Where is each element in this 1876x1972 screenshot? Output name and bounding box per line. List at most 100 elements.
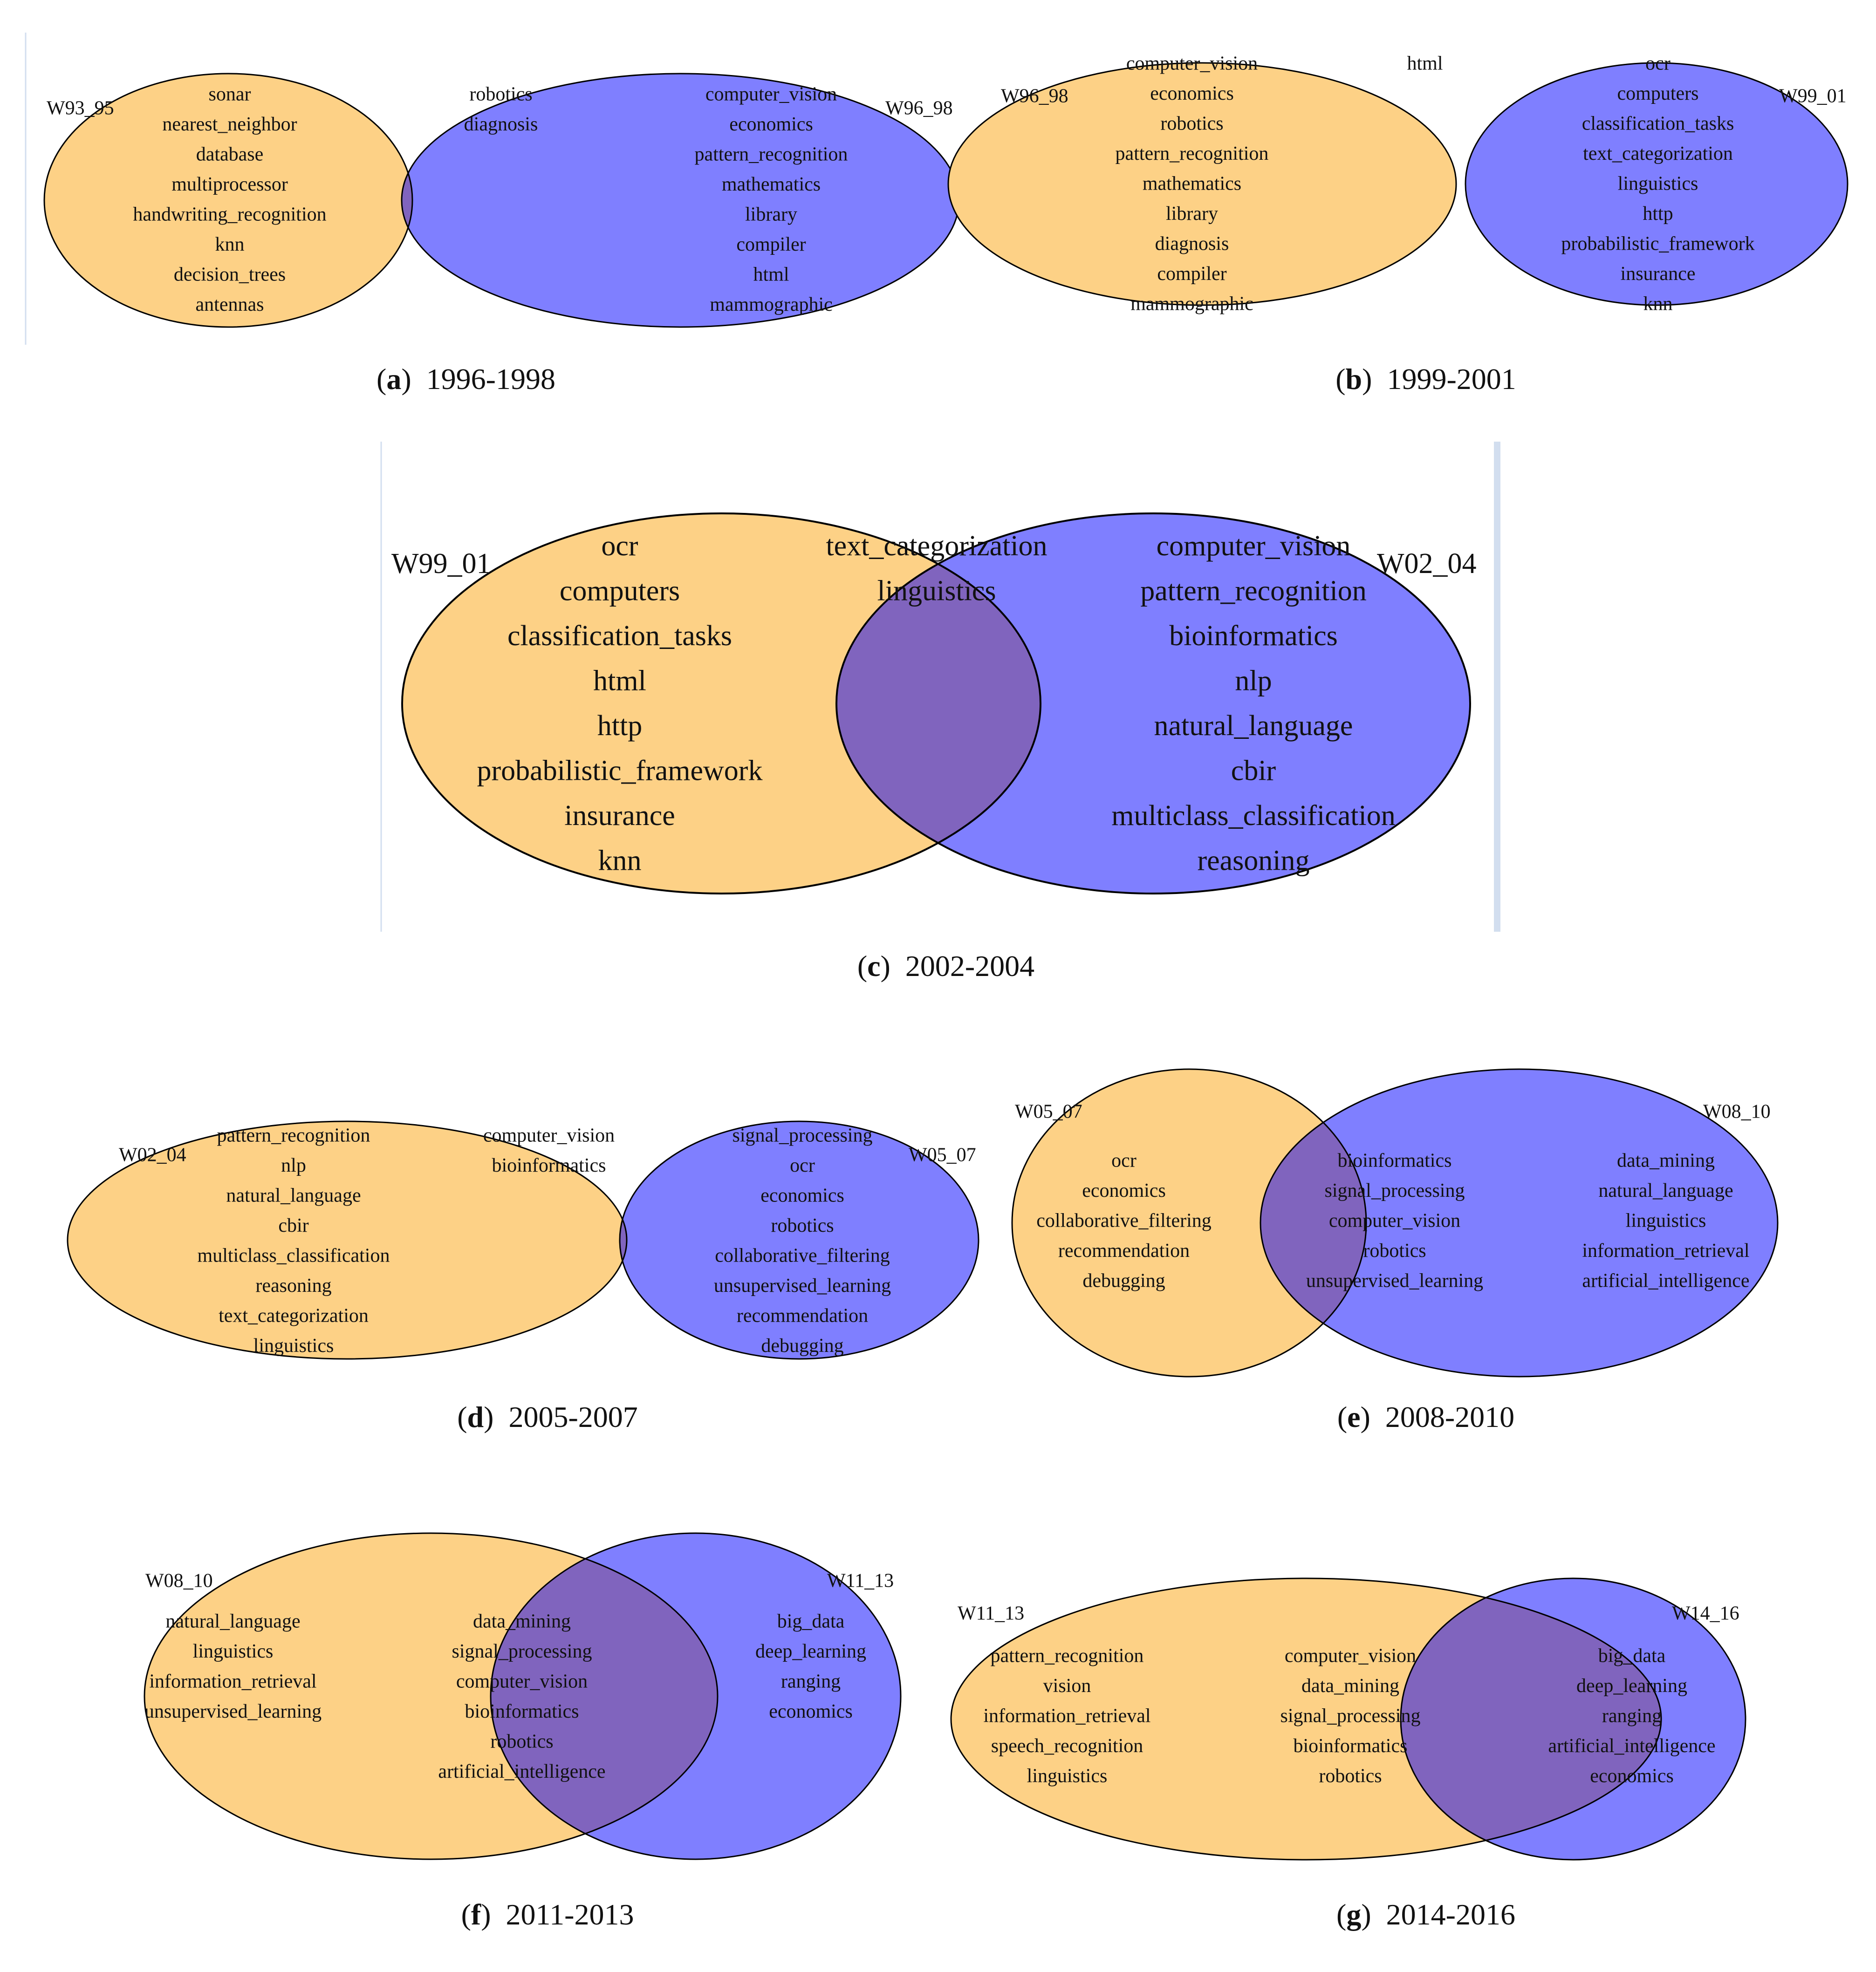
venn-panel-e: ocreconomicscollaborative_filteringrecom… [1011,1068,1779,1433]
shared-term: diagnosis [464,114,538,135]
left-set-outline [1011,1068,1367,1378]
left-only-term: classification_tasks [507,620,732,652]
left-set-ellipse [948,63,1456,305]
left-only-term: economics [1150,83,1234,104]
shared-term: linguistics [877,575,996,607]
left-only-term: computers [560,575,680,607]
caption-years: 2005-2007 [508,1400,637,1433]
right-only-term: compiler [736,234,806,255]
caption-letter: d [467,1400,484,1433]
left-only-term: cbir [278,1215,308,1236]
left-set-label: W08_10 [145,1570,213,1592]
right-only-term: computers [1617,83,1699,104]
left-set-outline [950,1577,1662,1861]
left-set-label: W99_01 [391,548,491,580]
right-only-term: collaborative_filtering [715,1245,890,1267]
left-only-term: html [593,665,646,697]
right-only-term: linguistics [1618,173,1698,195]
left-only-term: library [1166,203,1218,225]
right-only-term: ranging [781,1671,841,1692]
panel-caption: (f) 2011-2013 [461,1898,634,1931]
right-set-ellipse [1260,1069,1778,1377]
left-only-term: pattern_recognition [217,1125,370,1146]
caption-letter: c [867,949,880,983]
shared-term: text_categorization [826,530,1047,562]
right-set-outline [835,512,1471,894]
right-only-term: natural_language [1598,1180,1733,1201]
left-only-term: probabilistic_framework [477,755,763,787]
right-only-term: knn [1643,293,1673,315]
right-only-term: artificial_intelligence [1548,1735,1715,1757]
caption-letter: g [1346,1898,1361,1931]
left-only-term: information_retrieval [983,1706,1150,1727]
right-only-term: http [1643,203,1673,225]
right-only-term: ocr [1645,53,1671,75]
right-only-term: unsupervised_learning [714,1275,891,1296]
left-set-label: W11_13 [958,1603,1024,1624]
right-only-term: artificial_intelligence [1582,1270,1749,1292]
right-set-outline [619,1120,979,1360]
left-only-term: robotics [1160,113,1223,135]
left-set-outline [144,1532,719,1860]
right-only-term: pattern_recognition [1140,575,1367,607]
right-set-label: W99_01 [1779,86,1847,107]
caption-years: 2014-2016 [1386,1898,1515,1931]
right-only-term: debugging [761,1335,843,1357]
left-only-term: ocr [601,530,638,562]
venn-panel-g: pattern_recognitionvisioninformation_ret… [950,1577,1746,1931]
left-only-term: knn [215,234,245,255]
right-only-term: mathematics [722,174,821,195]
right-only-term: big_data [777,1611,845,1632]
caption-letter: a [386,362,401,396]
panel-caption: (a) 1996-1998 [377,362,555,396]
left-only-term: database [196,144,264,165]
right-set-ellipse [402,74,959,327]
left-only-term: vision [1043,1675,1091,1697]
right-only-term: nlp [1235,665,1272,697]
right-only-term: pattern_recognition [695,144,848,165]
left-only-term: insurance [564,800,675,832]
shared-term: html [1407,53,1443,75]
shared-term: artificial_intelligence [438,1761,605,1782]
right-only-term: probabilistic_framework [1561,233,1754,255]
left-only-term: http [597,710,642,742]
overlap-region [491,1533,718,1859]
right-set-label: W96_98 [885,98,953,119]
right-only-term: computer_vision [1157,530,1351,562]
right-only-term: economics [729,114,813,135]
venn-panel-d: pattern_recognitionnlpnatural_languagecb… [67,1120,979,1433]
panel-caption: (b) 1999-2001 [1335,362,1516,396]
left-set-label: W02_04 [119,1145,186,1166]
caption-years: 1996-1998 [426,362,555,396]
shared-term: unsupervised_learning [1306,1270,1483,1292]
left-only-term: multiprocessor [171,174,288,195]
left-set-label: W96_98 [1001,86,1068,107]
left-only-term: economics [1082,1180,1166,1201]
left-only-term: natural_language [226,1185,361,1207]
shared-term: robotics [1319,1766,1382,1787]
left-set-ellipse [44,74,412,327]
shared-term: bioinformatics [465,1701,579,1722]
shared-term: data_mining [1301,1675,1399,1697]
right-only-term: library [745,204,797,225]
caption-letter: b [1346,362,1362,396]
left-only-term: sonar [209,84,251,105]
shared-term: bioinformatics [492,1155,606,1176]
right-set-ellipse [620,1121,979,1359]
left-only-term: text_categorization [219,1305,369,1327]
left-set-outline [401,512,1041,894]
left-set-ellipse [1012,1069,1366,1377]
right-only-term: text_categorization [1583,143,1733,164]
left-only-term: computer_vision [1126,53,1258,75]
left-set-outline [947,62,1457,306]
right-only-term: recommendation [737,1305,868,1327]
left-only-term: reasoning [255,1275,331,1296]
shared-term: signal_processing [1325,1180,1465,1201]
left-set-ellipse [68,1121,627,1359]
panel-caption: (g) 2014-2016 [1336,1898,1515,1931]
right-set-outline [1400,1577,1746,1861]
right-only-term: deep_learning [755,1641,866,1662]
right-only-term: reasoning [1197,845,1309,877]
left-set-outline [43,73,413,328]
